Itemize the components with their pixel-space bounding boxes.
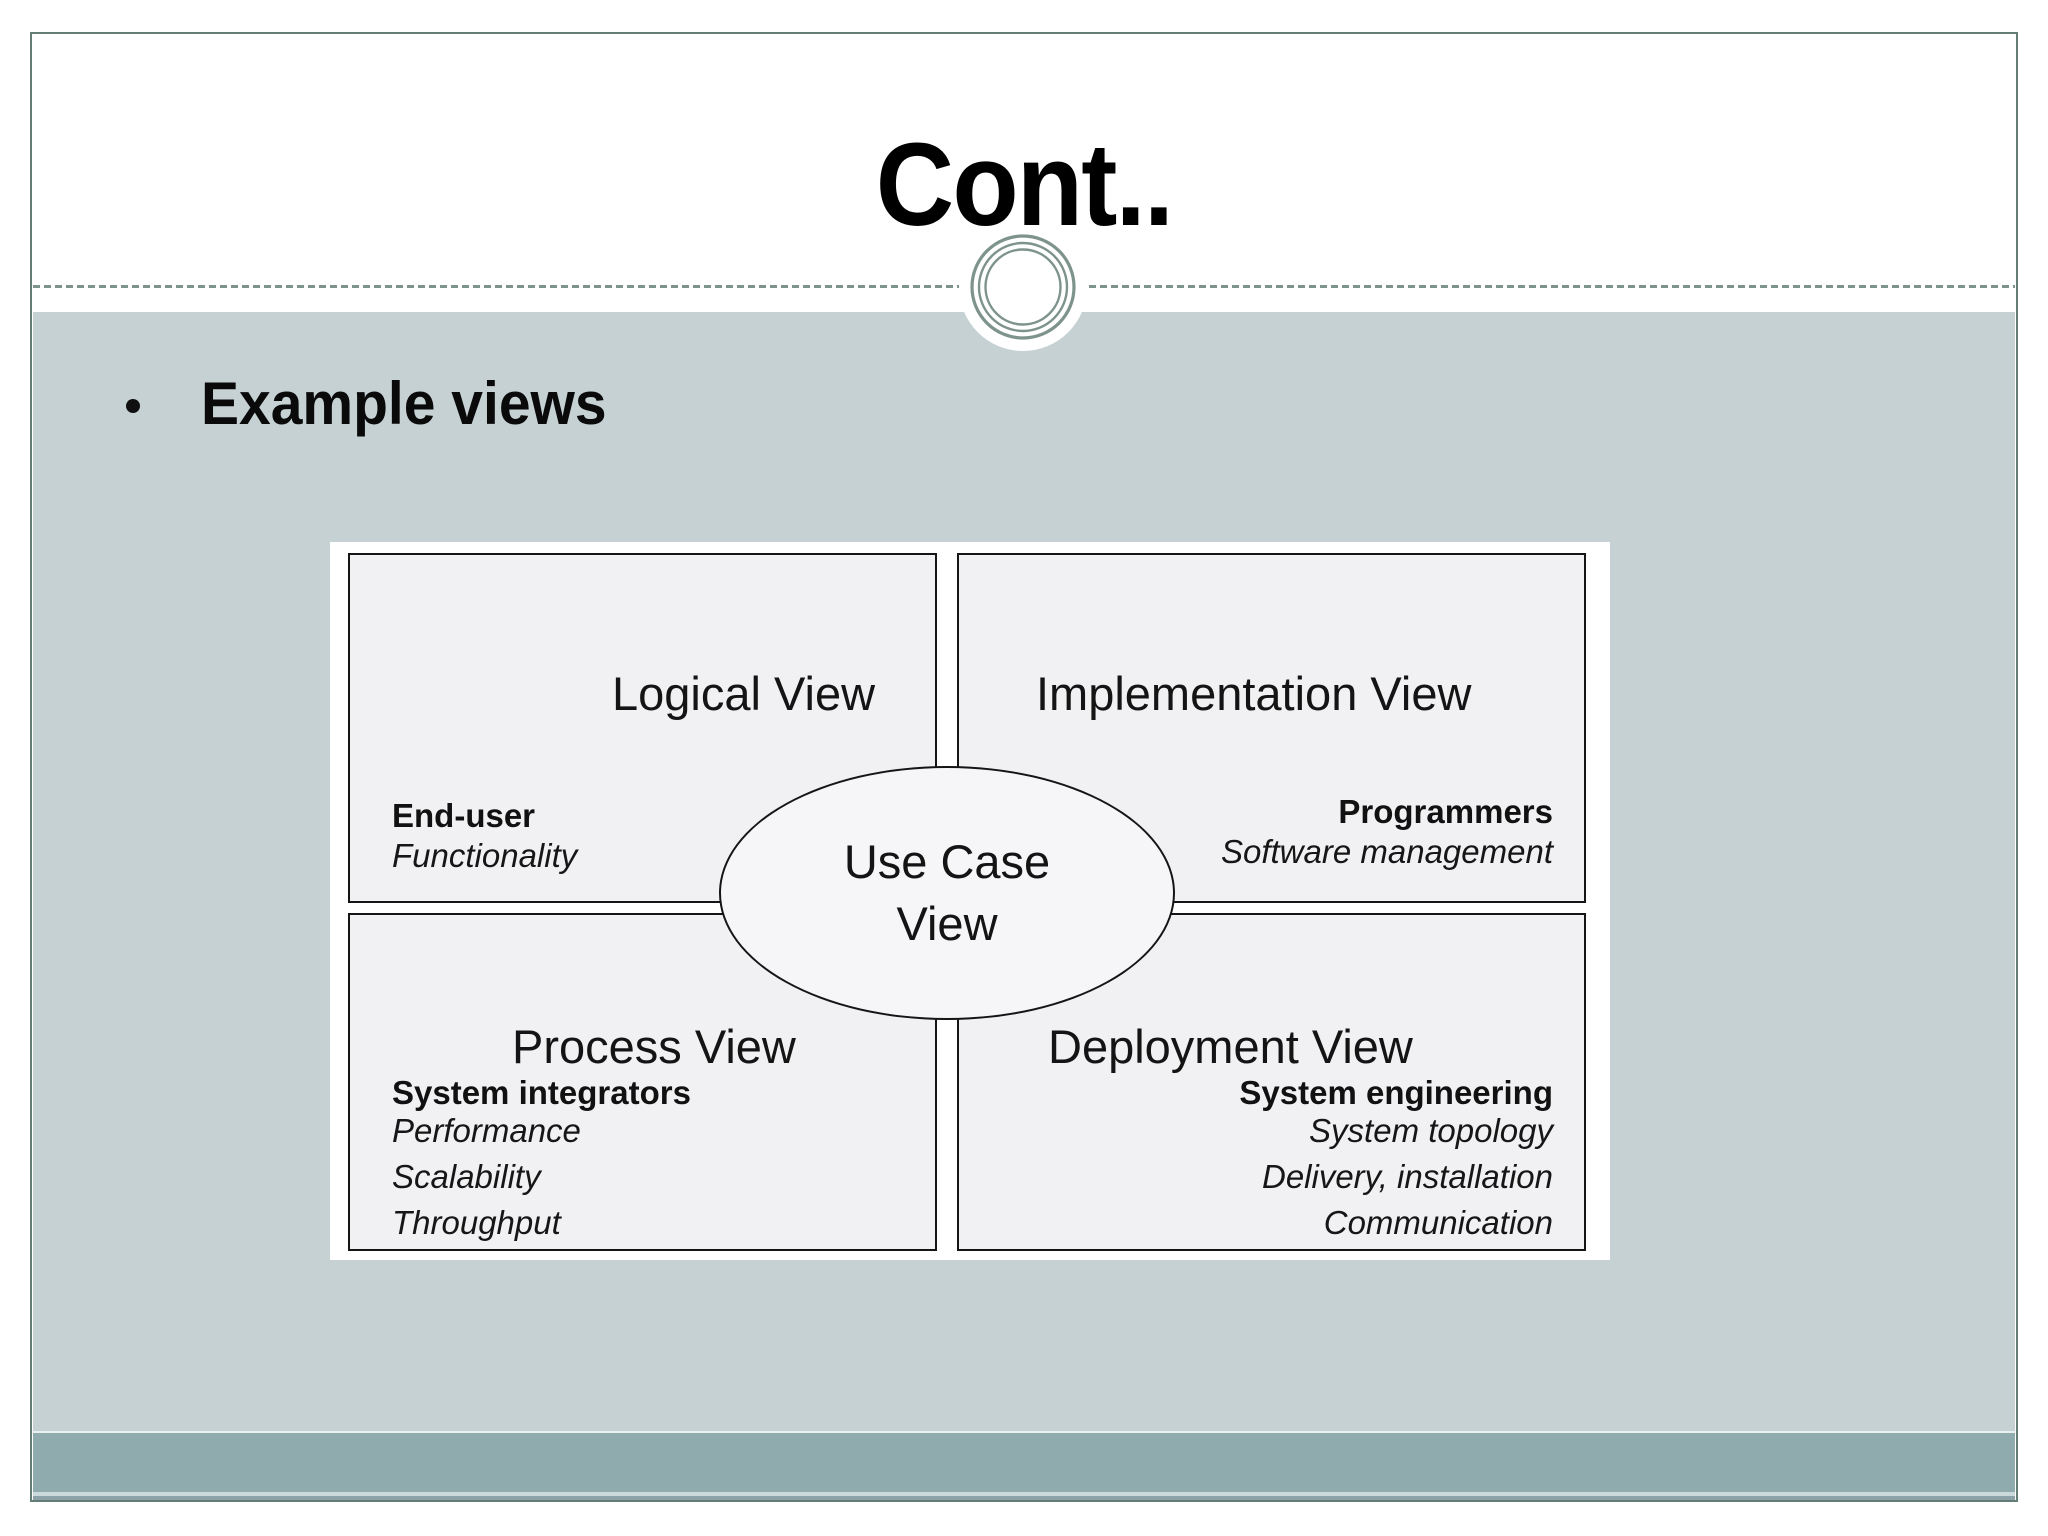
deployment-view-concern-communication: Communication xyxy=(1323,1204,1553,1241)
footer-bar xyxy=(33,1431,2015,1500)
process-view-concern-performance: Performance xyxy=(392,1112,581,1149)
slide-title: Cont.. xyxy=(875,119,1174,251)
logical-view-concern: Functionality xyxy=(392,837,578,874)
bullet-text: Example views xyxy=(201,370,607,437)
process-view-title: Process View xyxy=(512,1020,796,1073)
use-case-view-line2: View xyxy=(896,897,998,950)
implementation-view-title: Implementation View xyxy=(1036,667,1472,720)
process-view-concern-scalability: Scalability xyxy=(392,1158,541,1195)
process-view-stakeholder: System integrators xyxy=(392,1074,691,1111)
concentric-circles-icon xyxy=(970,234,1076,340)
logical-view-title: Logical View xyxy=(612,667,876,720)
bullet-dot xyxy=(126,399,140,413)
diagram-panel: Logical View End-user Functionality Impl… xyxy=(330,542,1610,1260)
use-case-view-line1: Use Case xyxy=(843,834,1051,888)
use-case-view-ellipse: Use Case View xyxy=(719,766,1175,1020)
deployment-view-concern-delivery: Delivery, installation xyxy=(1261,1158,1553,1195)
implementation-view-concern: Software management xyxy=(1220,833,1553,870)
deployment-view-concern-topology: System topology xyxy=(1309,1112,1553,1149)
process-view-concern-throughput: Throughput xyxy=(392,1204,561,1241)
implementation-view-stakeholder: Programmers xyxy=(1338,793,1553,830)
deployment-view-title: Deployment View xyxy=(1048,1020,1413,1073)
deployment-view-stakeholder: System engineering xyxy=(1239,1074,1553,1111)
logical-view-stakeholder: End-user xyxy=(392,797,536,834)
